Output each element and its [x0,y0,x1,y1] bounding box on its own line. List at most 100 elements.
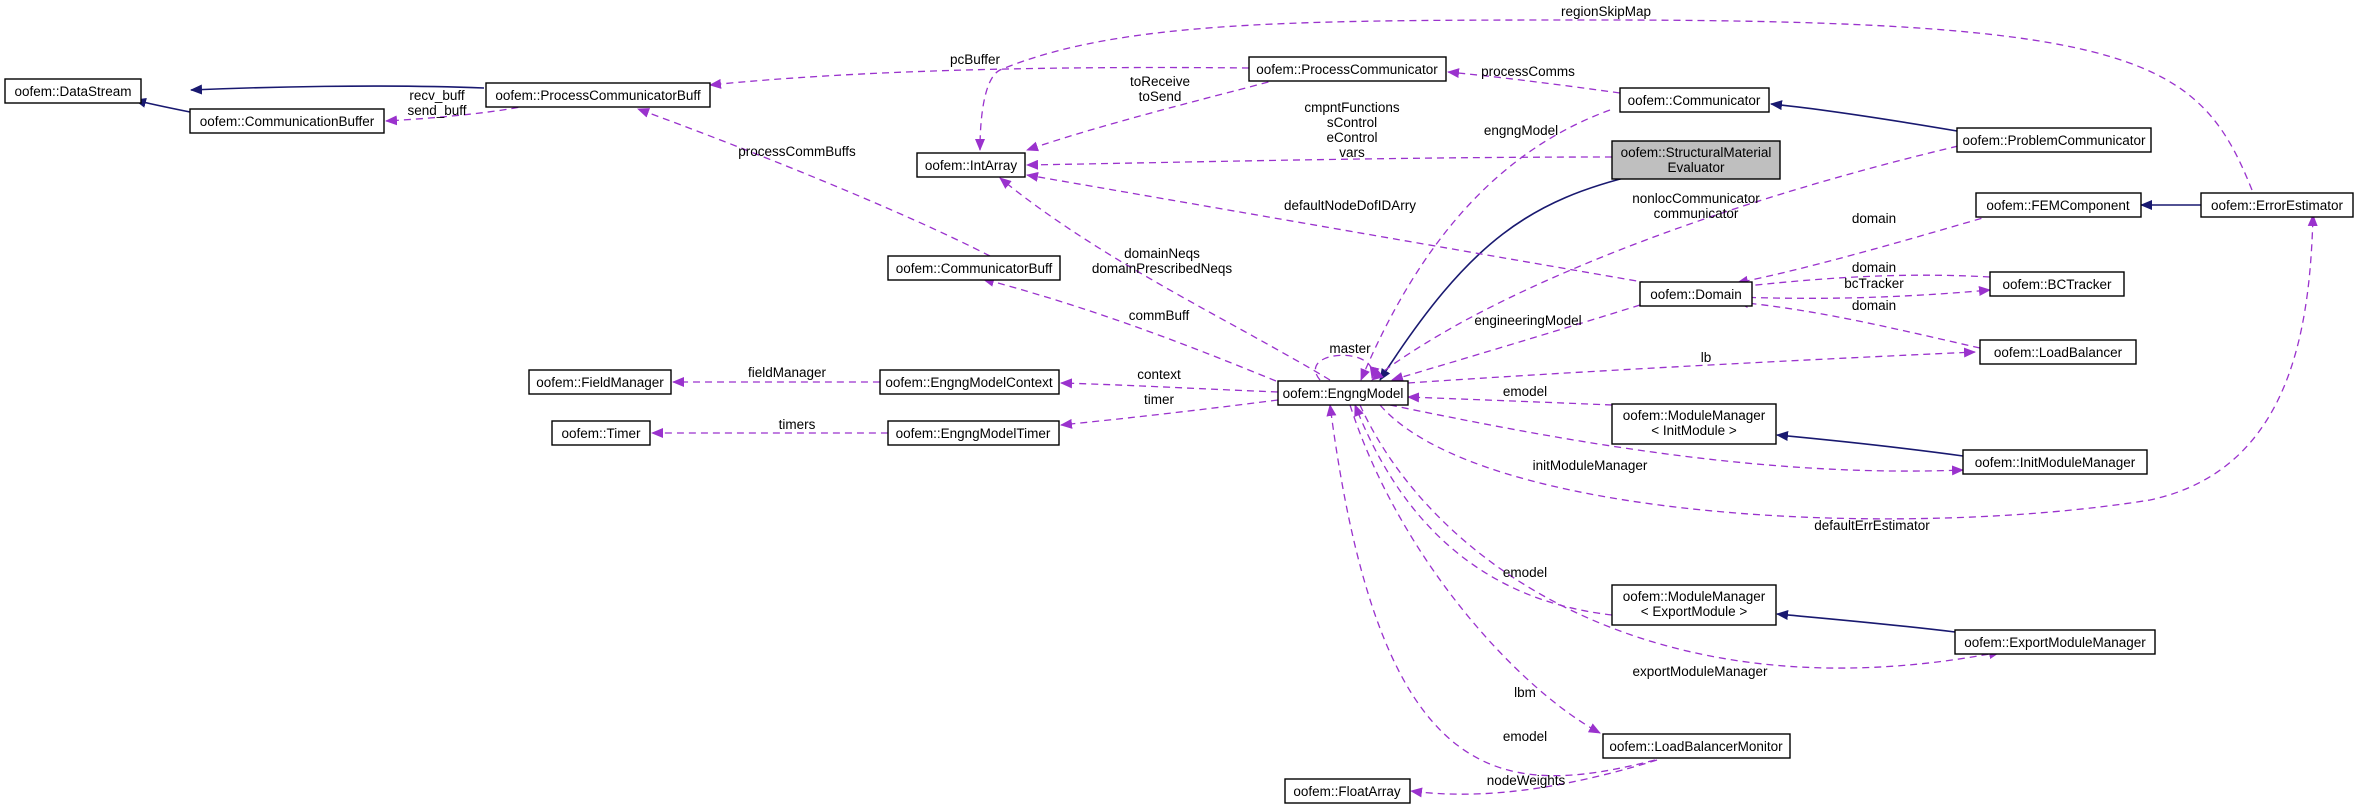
svg-text:oofem::ExportModuleManager: oofem::ExportModuleManager [1964,635,2146,650]
svg-text:oofem::Timer: oofem::Timer [561,426,641,441]
edge-defaulterrestimator [1379,214,2318,520]
svg-text:oofem::ModuleManager< ExportMo: oofem::ModuleManager< ExportModule > [1623,589,1766,619]
edge-master [1314,354,1380,381]
svg-text:oofem::CommunicatorBuff: oofem::CommunicatorBuff [896,261,1053,276]
node-timer[interactable]: oofem::Timer [551,420,651,446]
edge-timer [1060,399,1279,429]
node-processcommunicatorbuff[interactable]: oofem::ProcessCommunicatorBuff [485,82,711,108]
edge-processcommbuffs [637,108,991,257]
node-communicatorbuff[interactable]: oofem::CommunicatorBuff [887,255,1061,281]
edge-processcomms [1447,68,1621,94]
svg-text:oofem::LoadBalancer: oofem::LoadBalancer [1994,345,2123,360]
node-loadbalancer[interactable]: oofem::LoadBalancer [1979,339,2137,365]
edge-regionskipmap [975,19,2253,191]
edge-domain-loadbalancer [1736,298,1981,349]
svg-text:oofem::InitModuleManager: oofem::InitModuleManager [1975,455,2136,470]
node-communicator[interactable]: oofem::Communicator [1619,87,1770,113]
label-fieldmanager: fieldManager [748,365,827,380]
node-bctracker[interactable]: oofem::BCTracker [1989,271,2125,297]
node-floatarray[interactable]: oofem::FloatArray [1284,778,1411,804]
label-nodeweights: nodeWeights [1487,773,1566,788]
node-domain[interactable]: oofem::Domain [1639,281,1753,307]
svg-text:oofem::ProcessCommunicator: oofem::ProcessCommunicator [1256,62,1438,77]
edge-initmodulemanager-inherits-modulemanager [1776,431,1964,457]
edge-lb [1407,347,1976,384]
label-processcomms: processComms [1481,64,1575,79]
label-defaulterrestimator: defaultErrEstimator [1814,518,1930,533]
node-engngmodeltimer[interactable]: oofem::EngngModelTimer [887,420,1060,446]
svg-text:oofem::FieldManager: oofem::FieldManager [536,375,664,390]
node-problemcommunicator[interactable]: oofem::ProblemCommunicator [1956,127,2152,153]
label-bctracker: bcTracker [1844,276,1904,291]
label-domain-lb: domain [1852,298,1896,313]
node-engngmodel[interactable]: oofem::EngngModel [1277,380,1409,406]
node-errorestimator[interactable]: oofem::ErrorEstimator [2200,192,2354,218]
label-lb: lb [1701,350,1712,365]
svg-text:oofem::LoadBalancerMonitor: oofem::LoadBalancerMonitor [1609,739,1783,754]
edge-defaultnodedofidarry [1026,171,1661,286]
svg-text:oofem::BCTracker: oofem::BCTracker [2002,277,2112,292]
svg-text:oofem::Communicator: oofem::Communicator [1628,93,1761,108]
node-communicationbuffer[interactable]: oofem::CommunicationBuffer [189,108,385,134]
edge-processcommbuff-inherits-datastream [190,84,485,95]
edge-commbuff [982,276,1277,382]
label-regionskipmap: regionSkipMap [1561,4,1651,19]
node-exportmodulemanager[interactable]: oofem::ExportModuleManager [1954,629,2156,655]
svg-text:oofem::FEMComponent: oofem::FEMComponent [1986,198,2130,213]
edge-bctracker [1736,285,1991,299]
label-exportmodulemanager: exportModuleManager [1632,664,1768,679]
label-timer: timer [1144,392,1175,407]
edge-engineeringmodel [1391,304,1641,382]
node-engngmodelcontext[interactable]: oofem::EngngModelContext [879,369,1060,395]
node-initmodulemanager[interactable]: oofem::InitModuleManager [1962,449,2148,475]
edge-problemcommunicator-inherits-communicator [1770,100,1958,132]
edge-structmateval-inherits-engngmodel [1379,173,1641,381]
svg-text:oofem::EngngModelContext: oofem::EngngModelContext [885,375,1053,390]
svg-text:oofem::FloatArray: oofem::FloatArray [1293,784,1401,799]
node-loadbalancermonitor[interactable]: oofem::LoadBalancerMonitor [1602,733,1791,759]
label-initmodulemanager: initModuleManager [1533,458,1648,473]
edge-context [1060,378,1279,393]
node-intarray[interactable]: oofem::IntArray [916,152,1026,178]
svg-text:oofem::ProcessCommunicatorBuff: oofem::ProcessCommunicatorBuff [495,88,701,103]
edge-emodel-exportmodulemanager [1354,404,1613,616]
node-fieldmanager[interactable]: oofem::FieldManager [528,369,672,395]
label-engngmodel: engngModel [1484,123,1558,138]
label-emodel-lbm: emodel [1503,729,1547,744]
svg-text:oofem::ProblemCommunicator: oofem::ProblemCommunicator [1962,133,2146,148]
svg-text:oofem::ErrorEstimator: oofem::ErrorEstimator [2211,198,2344,213]
node-modulemanager-initmodule[interactable]: oofem::ModuleManager< InitModule > [1611,403,1777,445]
svg-text:oofem::Domain: oofem::Domain [1650,287,1742,302]
edge-pcbuffer [709,66,1250,89]
edge-exportmodulemanager-inherits-modulemanager [1776,610,1956,633]
label-lbm: lbm [1514,685,1536,700]
label-processcommbuffs: processCommBuffs [738,144,856,159]
edge-initmodulemanager [1389,404,1964,476]
svg-text:oofem::CommunicationBuffer: oofem::CommunicationBuffer [200,114,375,129]
node-processcommunicator[interactable]: oofem::ProcessCommunicator [1248,56,1447,82]
node-femcomponent[interactable]: oofem::FEMComponent [1975,192,2142,218]
edge-recv-send-buff [385,104,531,126]
edge-emodel-initmodulemanager [1407,392,1613,406]
node-datastream[interactable]: oofem::DataStream [4,78,142,104]
edge-nodeweights [1410,759,1658,798]
label-emodel-init: emodel [1503,384,1547,399]
label-emodel-export: emodel [1503,565,1547,580]
label-pcbuffer: pcBuffer [950,52,1001,67]
label-context: context [1137,367,1181,382]
label-commbuff: commBuff [1129,308,1190,323]
svg-text:oofem::EngngModelTimer: oofem::EngngModelTimer [896,426,1051,441]
label-domain-bc: domain [1852,260,1896,275]
svg-text:oofem::ModuleManager< InitModu: oofem::ModuleManager< InitModule > [1623,408,1766,438]
edge-toreceive-tosend [1026,78,1281,152]
node-modulemanager-exportmodule[interactable]: oofem::ModuleManager< ExportModule > [1611,584,1777,626]
edge-domain-bctracker [1736,274,1991,291]
